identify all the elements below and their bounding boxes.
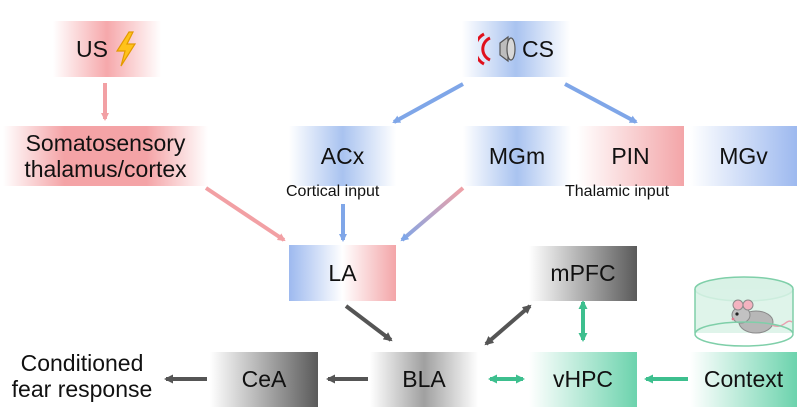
acx-box: ACx bbox=[289, 126, 396, 186]
response-line1: Conditioned bbox=[20, 350, 144, 376]
la-box: LA bbox=[289, 245, 396, 301]
arrow-la-to-bla bbox=[344, 304, 393, 342]
context-box: Context bbox=[690, 352, 797, 407]
pin-label: PIN bbox=[611, 142, 650, 169]
speaker-icon bbox=[478, 32, 516, 66]
context-label: Context bbox=[703, 366, 784, 393]
cs-label: CS bbox=[522, 35, 554, 62]
cea-box: CeA bbox=[210, 352, 318, 407]
vhpc-label: vHPC bbox=[552, 366, 614, 393]
bla-box: BLA bbox=[370, 352, 478, 407]
mgm-box: MGm bbox=[463, 126, 571, 186]
arrow-somatosensory-to-la bbox=[204, 186, 286, 242]
mgv-box: MGv bbox=[690, 126, 797, 186]
arrow-mgm-to-la bbox=[400, 186, 465, 242]
somatosensory-label-line2: thalamus/cortex bbox=[24, 156, 187, 182]
conditioned-fear-response-label: Conditioned fear response bbox=[2, 350, 162, 403]
la-label: LA bbox=[328, 259, 357, 286]
bla-label: BLA bbox=[402, 366, 446, 393]
lightning-bolt-icon bbox=[115, 31, 137, 67]
response-line2: fear response bbox=[11, 376, 153, 403]
vhpc-box: vHPC bbox=[529, 352, 637, 407]
mgm-label: MGm bbox=[488, 142, 546, 169]
mpfc-label: mPFC bbox=[550, 260, 616, 287]
somatosensory-label-line1: Somatosensory bbox=[25, 129, 186, 156]
arrow-cs-to-acx bbox=[392, 82, 464, 124]
cs-box: CS bbox=[462, 21, 570, 77]
mouse-in-arena-icon bbox=[694, 276, 794, 347]
arrow-cs-to-thalamus bbox=[564, 82, 638, 124]
acx-label: ACx bbox=[320, 142, 365, 169]
cea-label: CeA bbox=[241, 366, 287, 393]
pin-box: PIN bbox=[577, 126, 684, 186]
cortical-input-caption: Cortical input bbox=[286, 183, 380, 200]
somatosensory-box: Somatosensory thalamus/cortex bbox=[3, 126, 208, 186]
arrow-bla-mpfc bbox=[484, 304, 532, 346]
mgv-label: MGv bbox=[719, 142, 768, 169]
mpfc-box: mPFC bbox=[529, 246, 637, 301]
us-box: US bbox=[53, 21, 161, 77]
us-label: US bbox=[76, 35, 108, 62]
thalamic-input-caption: Thalamic input bbox=[565, 183, 670, 200]
